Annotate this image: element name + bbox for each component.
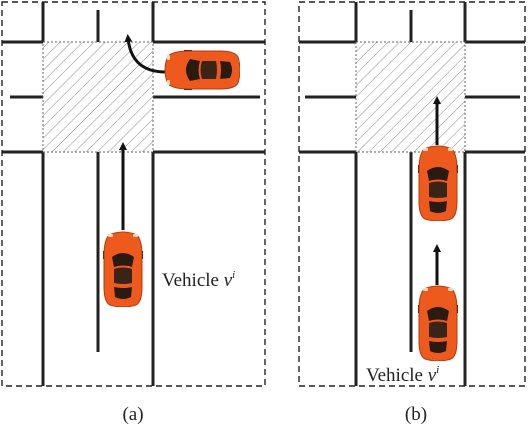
panel-b-intersection-zone	[355, 41, 466, 153]
panel-b-frame	[298, 1, 526, 387]
panel-a-roads	[2, 2, 265, 386]
panel-a-turn-arrow	[124, 34, 167, 74]
car-icon	[164, 50, 240, 90]
panel-b-vehicle-label: Vehicle vi	[366, 364, 439, 386]
panel-a-vehicle-label: Vehicle vi	[162, 269, 235, 291]
car-icon	[418, 145, 458, 221]
panel-b: Vehicle vi (b)	[298, 1, 526, 425]
car-icon	[103, 231, 143, 307]
panel-b-caption: (b)	[405, 404, 427, 425]
car-icon	[418, 285, 458, 361]
panel-a-caption: (a)	[122, 404, 143, 425]
panel-b-roads	[299, 2, 525, 386]
panel-a-frame	[1, 1, 266, 387]
panel-a: Vehicle vi (a)	[1, 1, 266, 425]
